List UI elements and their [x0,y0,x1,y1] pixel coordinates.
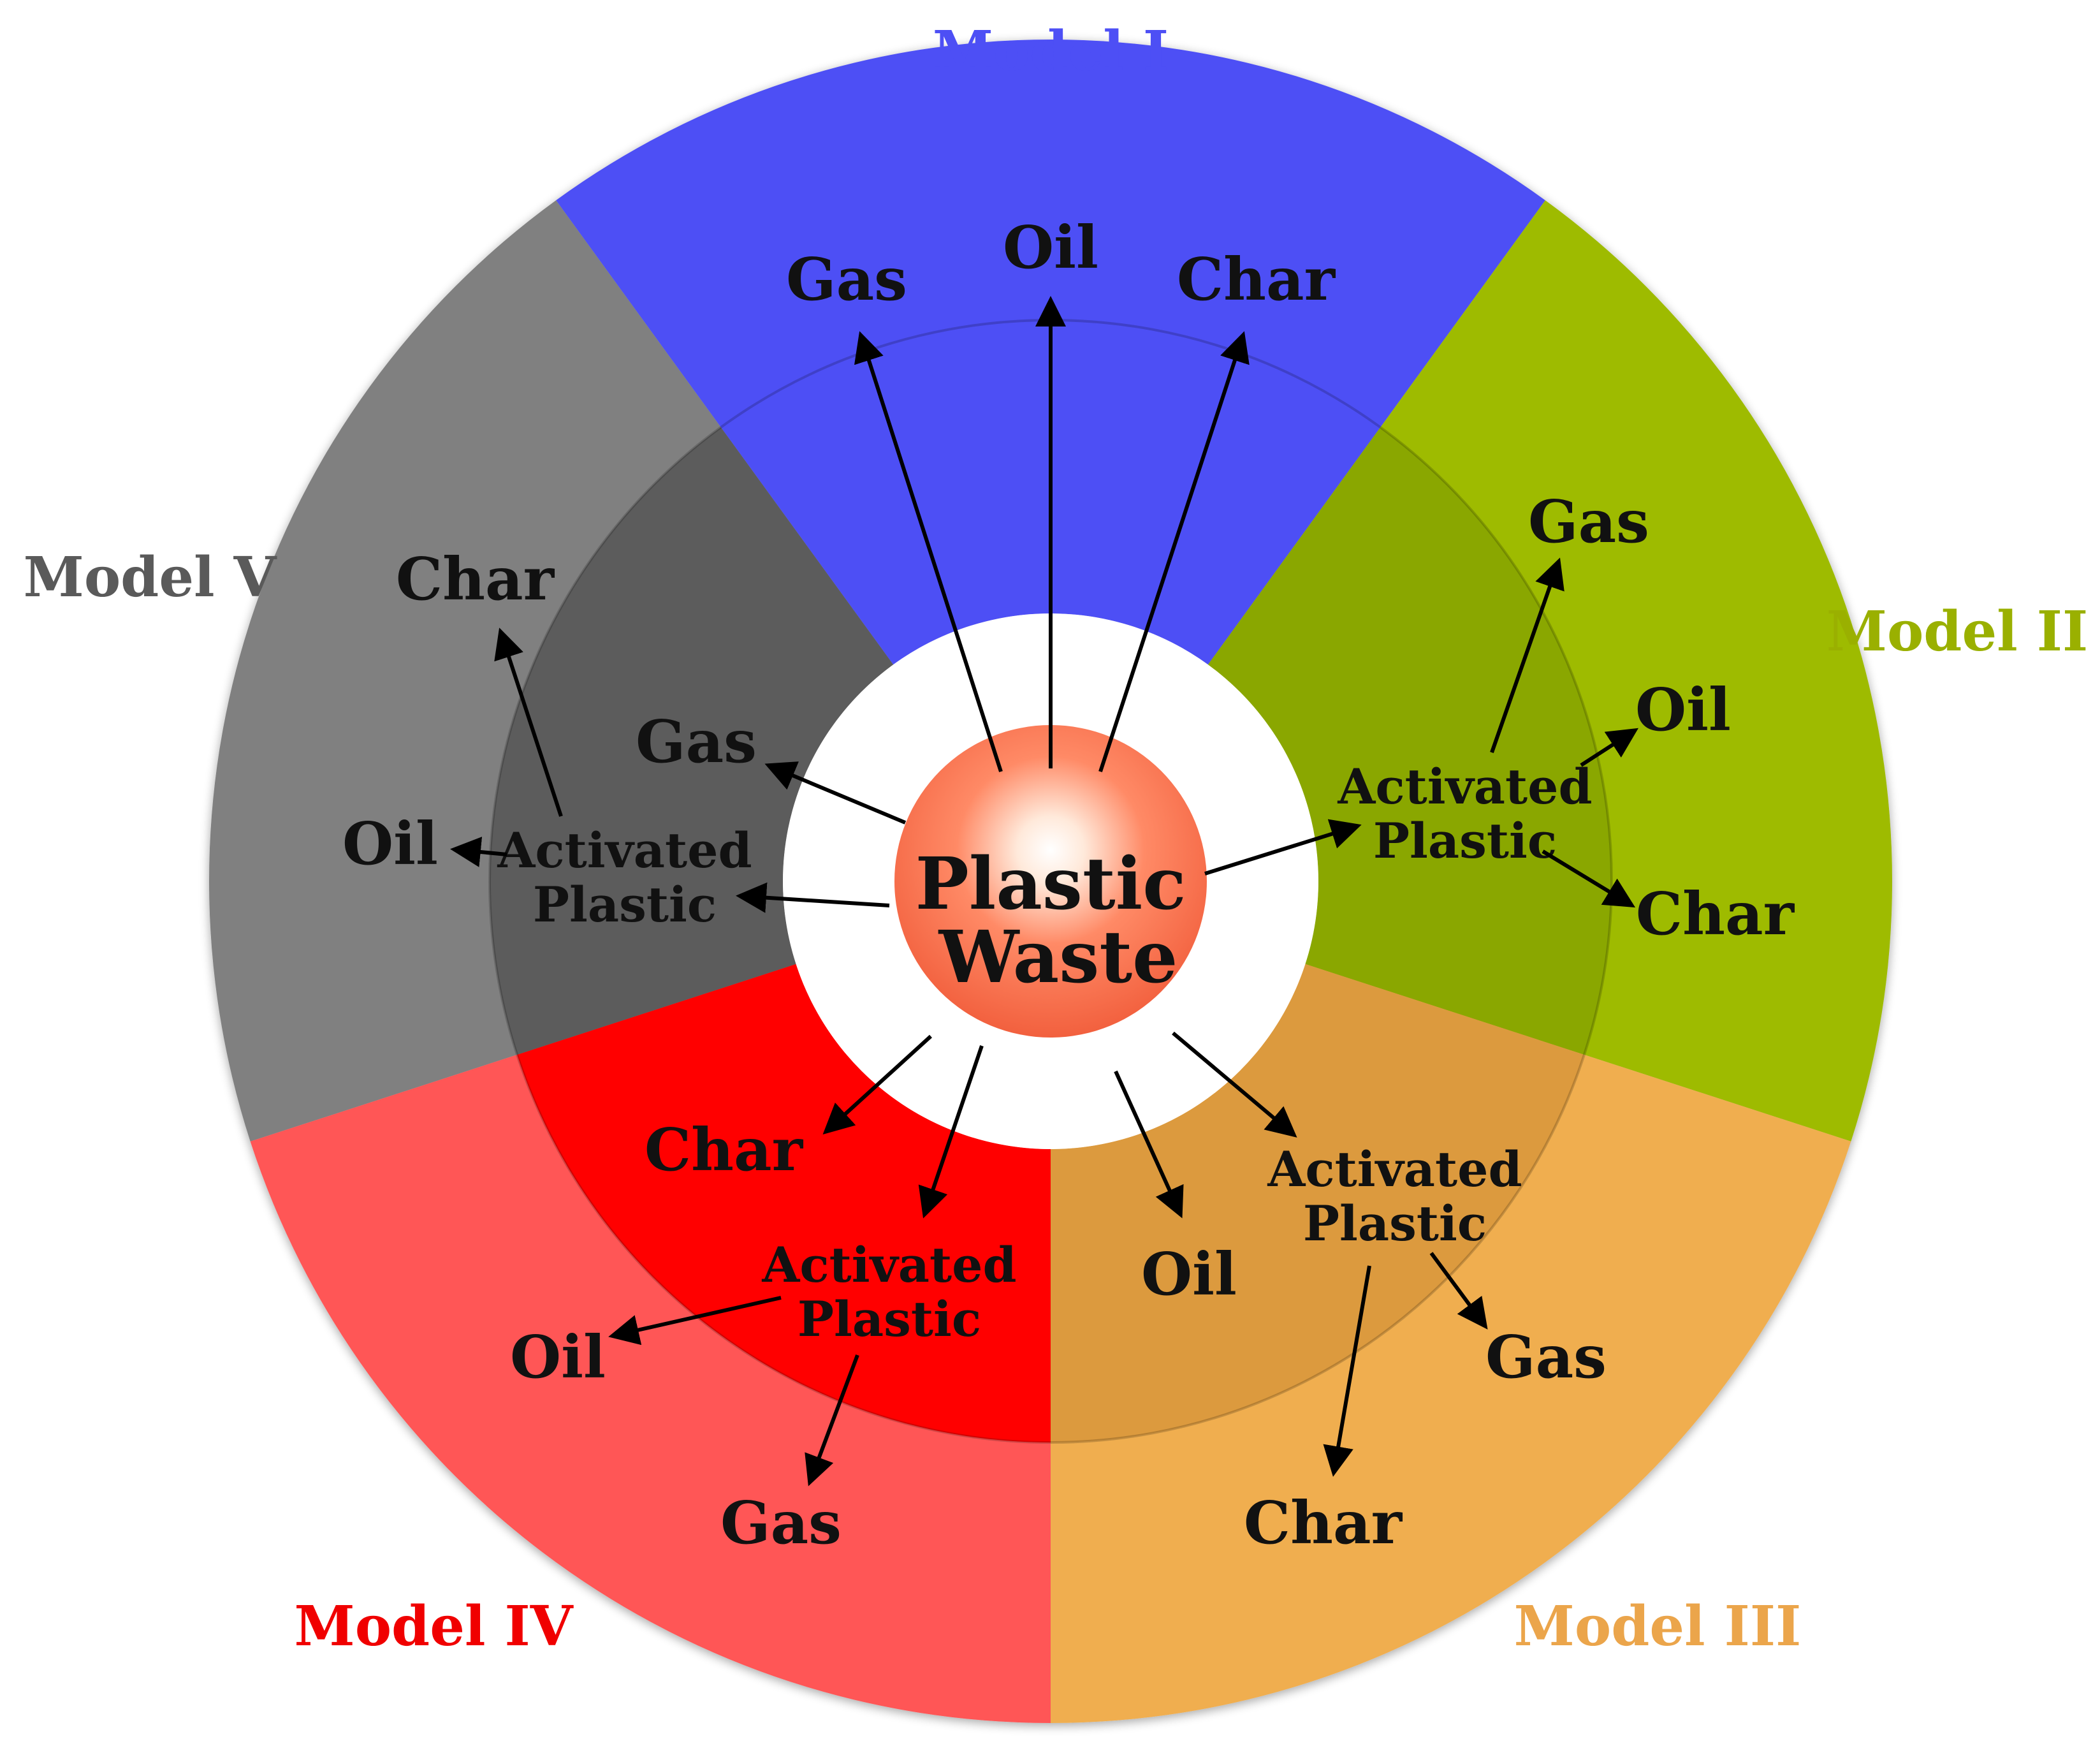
arrow-activated-to-char-ii [1542,849,1636,908]
inner-ring [490,427,1612,1442]
model-iii-inner-sector [1051,964,1584,1442]
arrow-waste-to-gas-i [854,331,1003,772]
model-iii-gas-label: Gas [1485,1323,1607,1391]
model-v-activated-line2: Plastic [533,876,717,933]
arrow-activated-to-gas-ii [1490,557,1564,753]
model-v-char-label: Char [396,545,555,613]
arrow-activated-to-oil-iv [608,1296,782,1346]
arrow-waste-to-char-iv [822,1034,933,1135]
model-iii-oil-label: Oil [1141,1240,1237,1309]
model-iv-oil-label: Oil [510,1323,606,1391]
model-v-activated-line1: Activated [497,822,752,879]
model-iii-char-label: Char [1244,1488,1403,1557]
model-i-char-label: Char [1177,245,1336,314]
arrow-waste-to-gas-v [764,761,907,825]
model-ii-oil-label: Oil [1635,675,1731,744]
model-iv-activated-line1: Activated [761,1236,1016,1293]
model-ii-char-label: Char [1636,879,1795,948]
model-i-oil-label: Oil [1003,213,1098,282]
model-iii-activated-line2: Plastic [1303,1195,1487,1252]
model-v-inner-sector [490,427,894,1055]
center-label-line2: Waste [938,916,1178,999]
arrow-activated-to-oil-v [450,837,507,867]
arrow-waste-to-activated-v [736,882,890,913]
model-ii-title: Model II [1827,599,2088,664]
model-v-gas-label: Gas [636,707,757,776]
arrow-activated-to-char-iii [1323,1265,1371,1477]
model-iv-title: Model IV [295,1594,574,1659]
model-iii-activated-line1: Activated [1267,1141,1522,1198]
model-iv-inner-sector [517,964,1051,1442]
model-i-group: Gas Oil Char [786,213,1336,772]
arrow-activated-to-gas-iii [1429,1252,1488,1330]
arrow-waste-to-activated-iii [1172,1031,1297,1138]
arrow-waste-to-activated-ii [1204,819,1362,876]
model-iii-title: Model III [1514,1594,1802,1659]
model-v-oil-label: Oil [342,809,438,878]
model-v-group: Gas Activated Plastic Oil Char [342,545,907,933]
model-iv-gas-label: Gas [720,1488,842,1557]
model-i-gas-label: Gas [786,245,907,314]
model-ii-activated-line1: Activated [1337,758,1592,815]
model-iv-group: Char Activated Plastic Oil Gas [510,1034,1017,1557]
arrow-waste-to-char-i [1098,331,1250,772]
arrow-activated-to-gas-iv [805,1354,859,1486]
model-v-title: Model V [24,545,277,610]
plastic-waste-ball [894,725,1207,1038]
arrow-activated-to-char-v [494,627,563,817]
model-ii-activated-line2: Plastic [1373,812,1557,869]
model-ii-group: Activated Plastic Gas Oil Char [1204,487,1795,948]
model-iv-char-label: Char [645,1115,804,1184]
arrow-waste-to-activated-iv [918,1045,984,1219]
model-ii-inner-sector [1207,427,1612,1055]
model-ii-gas-label: Gas [1528,487,1649,556]
arrow-activated-to-oil-ii [1580,728,1639,767]
arrow-waste-to-oil-iii [1114,1070,1184,1219]
model-iii-group: Activated Plastic Oil Gas Char [1114,1031,1607,1557]
model-i-title: Model I [933,19,1169,84]
model-iv-activated-line2: Plastic [798,1291,981,1347]
center-label-line1: Plastic [915,842,1186,926]
